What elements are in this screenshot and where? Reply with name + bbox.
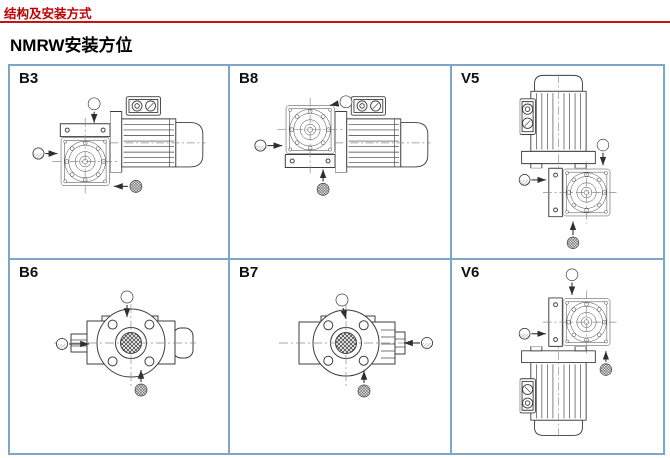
page-title: NMRW安装方位 xyxy=(10,36,133,55)
header-divider xyxy=(0,21,670,23)
drawing-b3 xyxy=(32,96,206,194)
drain-plug-icon xyxy=(316,169,330,196)
breather-plug-icon xyxy=(87,97,101,123)
cell-label-b3: B3 xyxy=(19,70,39,87)
drawing-b7 xyxy=(279,293,433,398)
drain-plug-icon xyxy=(114,180,143,193)
cell-label-b8: B8 xyxy=(239,70,259,87)
drawing-v5 xyxy=(518,74,617,249)
oil-level-plug-icon xyxy=(56,338,89,350)
drain-plug-icon xyxy=(599,351,613,376)
section-header: 结构及安装方式 xyxy=(4,7,92,21)
cell-label-b6: B6 xyxy=(19,264,39,281)
gearbox xyxy=(542,290,617,355)
motor xyxy=(335,96,431,173)
breather-plug-icon xyxy=(596,138,610,166)
breather-plug-icon xyxy=(565,268,579,296)
gearbox-end-view xyxy=(279,304,413,388)
gearbox xyxy=(542,161,617,224)
cell-label-b7: B7 xyxy=(239,264,259,281)
oil-level-plug-icon xyxy=(404,337,433,349)
oil-level-plug-icon xyxy=(254,139,283,152)
cell-b3: B3 xyxy=(10,66,230,260)
motor xyxy=(519,74,596,169)
breather-plug-icon xyxy=(329,95,353,109)
breather-plug-icon xyxy=(120,290,134,317)
motor xyxy=(110,96,206,173)
mounting-position-table: B3 B8 xyxy=(8,64,665,455)
motor xyxy=(519,346,596,437)
cell-b6: B6 xyxy=(10,260,230,453)
oil-level-plug-icon xyxy=(32,147,58,160)
oil-level-plug-icon xyxy=(518,328,546,340)
gearbox xyxy=(277,97,343,174)
drain-plug-icon xyxy=(566,221,580,249)
cell-b8: B8 xyxy=(230,66,452,260)
cell-b7: B7 xyxy=(230,260,452,453)
cell-v6: V6 xyxy=(452,260,663,453)
drawing-b8 xyxy=(254,95,431,196)
drain-plug-icon xyxy=(357,371,371,398)
gearbox xyxy=(52,117,119,194)
breather-plug-icon xyxy=(335,293,349,320)
gearbox-end-view xyxy=(54,304,196,388)
drawing-v6 xyxy=(518,268,617,437)
cell-label-v5: V5 xyxy=(461,70,480,87)
cell-label-v6: V6 xyxy=(461,264,480,281)
drain-plug-icon xyxy=(134,370,148,397)
cell-v5: V5 xyxy=(452,66,663,260)
drawing-b6 xyxy=(54,290,196,397)
oil-level-plug-icon xyxy=(518,174,546,186)
